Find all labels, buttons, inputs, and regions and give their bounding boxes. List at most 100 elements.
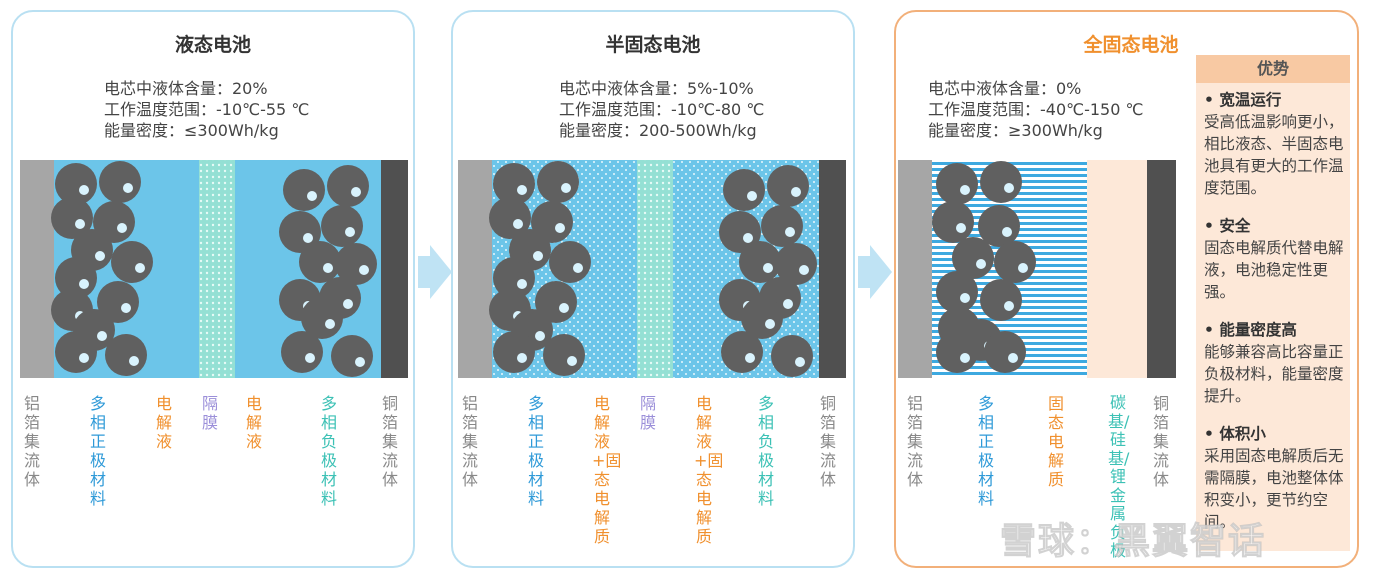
- label-copper-collector: 铜箔集流体: [1152, 394, 1169, 489]
- particle: [279, 211, 321, 253]
- particle: [775, 243, 817, 285]
- ion-dot: [1018, 263, 1028, 273]
- ion-dot: [343, 299, 353, 309]
- particle: [493, 163, 535, 205]
- label-electrolyte-solid: 电解液+固态电解质: [694, 394, 724, 546]
- particle: [51, 197, 93, 239]
- advantage-title: 宽温运行: [1204, 89, 1344, 111]
- ion-dot: [303, 233, 313, 243]
- spec-liquid-content: 电芯中液体含量：20%: [104, 79, 268, 98]
- ion-dot: [1002, 227, 1012, 237]
- solid-state-specs: 电芯中液体含量：0% 工作温度范围：-40℃-150 ℃ 能量密度：≥300Wh…: [928, 78, 1143, 141]
- ion-dot: [763, 263, 773, 273]
- aluminum-collector: [20, 160, 54, 378]
- panel-title: 半固态电池: [605, 34, 701, 56]
- particle: [721, 331, 763, 373]
- ion-dot: [976, 259, 986, 269]
- label-electrolyte: 电解液: [245, 394, 262, 451]
- label-aluminum-collector: 铝箔集流体: [906, 394, 923, 489]
- particle: [97, 281, 139, 323]
- spec-temp-range: 工作温度范围：-10℃-55 ℃: [104, 100, 310, 119]
- particle: [984, 331, 1026, 373]
- particle: [723, 169, 765, 211]
- liquid-cell: [20, 160, 408, 378]
- ion-dot: [1008, 353, 1018, 363]
- ion-dot: [359, 265, 369, 275]
- ion-dot: [799, 265, 809, 275]
- label-electrolyte: 电解液: [155, 394, 172, 451]
- label-cathode: 多相正极材料: [977, 394, 994, 508]
- ion-dot: [95, 251, 105, 261]
- particle: [99, 161, 141, 203]
- spec-liquid-content: 电芯中液体含量：5%-10%: [559, 79, 754, 98]
- ion-dot: [79, 353, 89, 363]
- particle: [994, 241, 1036, 283]
- semi-solid-cell: [458, 160, 846, 378]
- label-separator: 隔膜: [201, 394, 218, 432]
- copper-collector: [819, 160, 846, 378]
- ion-dot: [97, 331, 107, 341]
- spec-temp-range: 工作温度范围：-40℃-150 ℃: [928, 100, 1144, 119]
- particle: [936, 163, 978, 205]
- ion-dot: [561, 183, 571, 193]
- spec-energy-density: 能量密度：≤300Wh/kg: [104, 121, 279, 140]
- ion-dot: [79, 279, 89, 289]
- particle: [321, 205, 363, 247]
- ion-dot: [79, 185, 89, 195]
- label-separator: 隔膜: [639, 394, 656, 432]
- solid-electrolyte: [1087, 160, 1147, 378]
- particle: [111, 241, 153, 283]
- ion-dot: [307, 191, 317, 201]
- ion-dot: [795, 357, 805, 367]
- panel-title: 液态电池: [174, 34, 251, 56]
- spec-temp-range: 工作温度范围：-10℃-80 ℃: [559, 100, 765, 119]
- advantage-text: 受高低温影响更小，相比液态、半固态电池具有更大的工作温度范围。: [1204, 113, 1344, 197]
- particle: [335, 243, 377, 285]
- particle: [936, 331, 978, 373]
- particle: [327, 165, 369, 207]
- advantages-box: 优势 宽温运行 受高低温影响更小，相比液态、半固态电池具有更大的工作温度范围。 …: [1196, 55, 1350, 551]
- ion-dot: [517, 353, 527, 363]
- ion-dot: [533, 251, 543, 261]
- particle: [55, 331, 97, 373]
- particle: [55, 163, 97, 205]
- label-anode: 多相负极材料: [320, 394, 337, 508]
- ion-dot: [559, 303, 569, 313]
- label-copper-collector: 铜箔集流体: [819, 394, 836, 489]
- particle: [299, 241, 341, 283]
- spec-energy-density: 能量密度：≥300Wh/kg: [928, 121, 1103, 140]
- ion-dot: [567, 356, 577, 366]
- particle: [331, 335, 373, 377]
- label-cathode: 多相正极材料: [527, 394, 544, 508]
- particle: [741, 297, 783, 339]
- ion-dot: [323, 263, 333, 273]
- ion-dot: [785, 227, 795, 237]
- ion-dot: [765, 319, 775, 329]
- particle: [719, 211, 761, 253]
- aluminum-collector: [458, 160, 492, 378]
- ion-dot: [743, 233, 753, 243]
- advantages-list: 宽温运行 受高低温影响更小，相比液态、半固态电池具有更大的工作温度范围。 安全 …: [1196, 83, 1350, 533]
- ion-dot: [783, 299, 793, 309]
- particle: [549, 241, 591, 283]
- ion-dot: [960, 293, 970, 303]
- ion-dot: [325, 319, 335, 329]
- label-cathode: 多相正极材料: [89, 394, 106, 508]
- particle: [952, 237, 994, 279]
- ion-dot: [573, 263, 583, 273]
- spec-energy-density: 能量密度：200-500Wh/kg: [559, 121, 757, 140]
- advantage-title: 体积小: [1204, 423, 1344, 445]
- ion-dot: [1004, 183, 1014, 193]
- ion-dot: [791, 187, 801, 197]
- ion-dot: [75, 219, 85, 229]
- label-copper-collector: 铜箔集流体: [381, 394, 398, 489]
- cathode-particles: [51, 161, 153, 376]
- ion-dot: [747, 191, 757, 201]
- particle: [980, 279, 1022, 321]
- advantages-header: 优势: [1196, 55, 1350, 83]
- particle: [55, 257, 97, 299]
- solid-state-cell: [898, 160, 1176, 378]
- ion-dot: [355, 357, 365, 367]
- copper-collector: [1147, 160, 1176, 378]
